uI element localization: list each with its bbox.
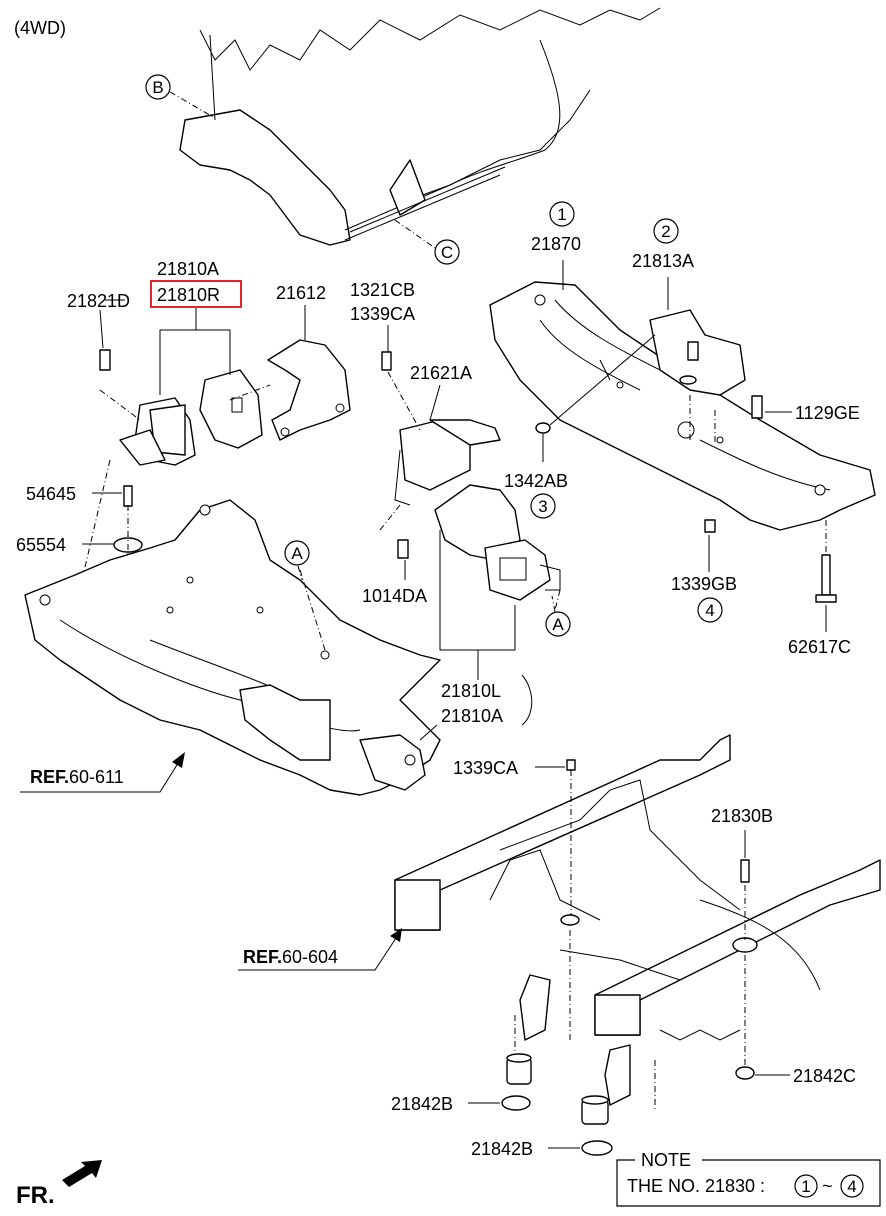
note-title: NOTE bbox=[641, 1150, 691, 1170]
front-subframe bbox=[24, 499, 441, 796]
note-range-start-circle bbox=[794, 1174, 818, 1198]
note-range-end-circle bbox=[840, 1174, 864, 1198]
variant-label: (4WD) bbox=[14, 18, 66, 38]
part-label-21813A[interactable]: 21813A bbox=[632, 251, 694, 271]
part-label-21842C[interactable]: 21842C bbox=[793, 1066, 856, 1086]
note-range-sep: ~ bbox=[822, 1176, 833, 1196]
part-label-1321CB[interactable]: 1321CB bbox=[350, 280, 415, 300]
part-label-21810R[interactable]: 21810R bbox=[157, 285, 220, 305]
svg-text:B: B bbox=[152, 78, 163, 97]
part-label-21842B-1[interactable]: 21842B bbox=[391, 1094, 453, 1114]
part-label-21612[interactable]: 21612 bbox=[276, 283, 326, 303]
transmission-outline bbox=[179, 0, 661, 246]
part-label-21810A-bottom[interactable]: 21810A bbox=[441, 706, 503, 726]
chassis-frame bbox=[394, 734, 881, 1156]
svg-text:A: A bbox=[291, 544, 303, 563]
circled-number-1: 1 bbox=[549, 201, 575, 227]
view-marker-a-left: A bbox=[284, 540, 310, 566]
note-range-start: 1 bbox=[801, 1177, 810, 1196]
svg-text:C: C bbox=[441, 243, 453, 262]
part-label-1339CA-top[interactable]: 1339CA bbox=[350, 304, 415, 324]
view-marker-b: B bbox=[145, 74, 171, 100]
svg-text:4: 4 bbox=[705, 601, 714, 620]
part-label-21810L[interactable]: 21810L bbox=[441, 681, 501, 701]
bracket-lines bbox=[20, 91, 827, 1149]
part-label-1014DA[interactable]: 1014DA bbox=[362, 586, 427, 606]
view-marker-a-right: A bbox=[545, 611, 571, 637]
direction-label: FR. bbox=[16, 1182, 55, 1209]
left-engine-mount bbox=[74, 339, 351, 665]
part-label-1339CA-bottom[interactable]: 1339CA bbox=[453, 758, 518, 778]
part-label-21810A-top[interactable]: 21810A bbox=[157, 259, 219, 279]
part-label-21842B-2[interactable]: 21842B bbox=[471, 1139, 533, 1159]
svg-text:2: 2 bbox=[661, 222, 670, 241]
rear-crossmember bbox=[489, 281, 876, 603]
part-label-21821D[interactable]: 21821D bbox=[67, 291, 130, 311]
part-label-54645[interactable]: 54645 bbox=[26, 484, 76, 504]
part-label-21621A[interactable]: 21621A bbox=[410, 363, 472, 383]
ref-arrow-heads bbox=[172, 752, 402, 942]
note-text: THE NO. 21830 : bbox=[627, 1176, 765, 1196]
note-box: NOTE THE NO. 21830 : 1 ~ 4 bbox=[616, 1150, 881, 1207]
circled-number-2: 2 bbox=[653, 218, 679, 244]
ref-60-604[interactable]: REF.60-604 bbox=[243, 947, 338, 967]
view-marker-c: C bbox=[434, 239, 460, 265]
part-label-1339GB[interactable]: 1339GB bbox=[671, 574, 737, 594]
center-mount bbox=[379, 351, 561, 611]
circled-number-3: 3 bbox=[530, 493, 556, 519]
part-label-1342AB[interactable]: 1342AB bbox=[504, 471, 568, 491]
part-label-62617C[interactable]: 62617C bbox=[788, 637, 851, 657]
svg-text:3: 3 bbox=[538, 497, 547, 516]
part-label-21830B[interactable]: 21830B bbox=[711, 806, 773, 826]
highlight-box bbox=[150, 280, 242, 308]
part-label-65554[interactable]: 65554 bbox=[16, 535, 66, 555]
note-range-end: 4 bbox=[847, 1177, 856, 1196]
svg-text:1: 1 bbox=[557, 205, 566, 224]
circled-number-4: 4 bbox=[697, 597, 723, 623]
ref-60-611[interactable]: REF.60-611 bbox=[30, 767, 124, 787]
part-label-21870[interactable]: 21870 bbox=[531, 234, 581, 254]
svg-text:A: A bbox=[552, 615, 564, 634]
front-arrow-icon bbox=[62, 1160, 102, 1187]
part-label-1129GE[interactable]: 1129GE bbox=[795, 403, 860, 423]
